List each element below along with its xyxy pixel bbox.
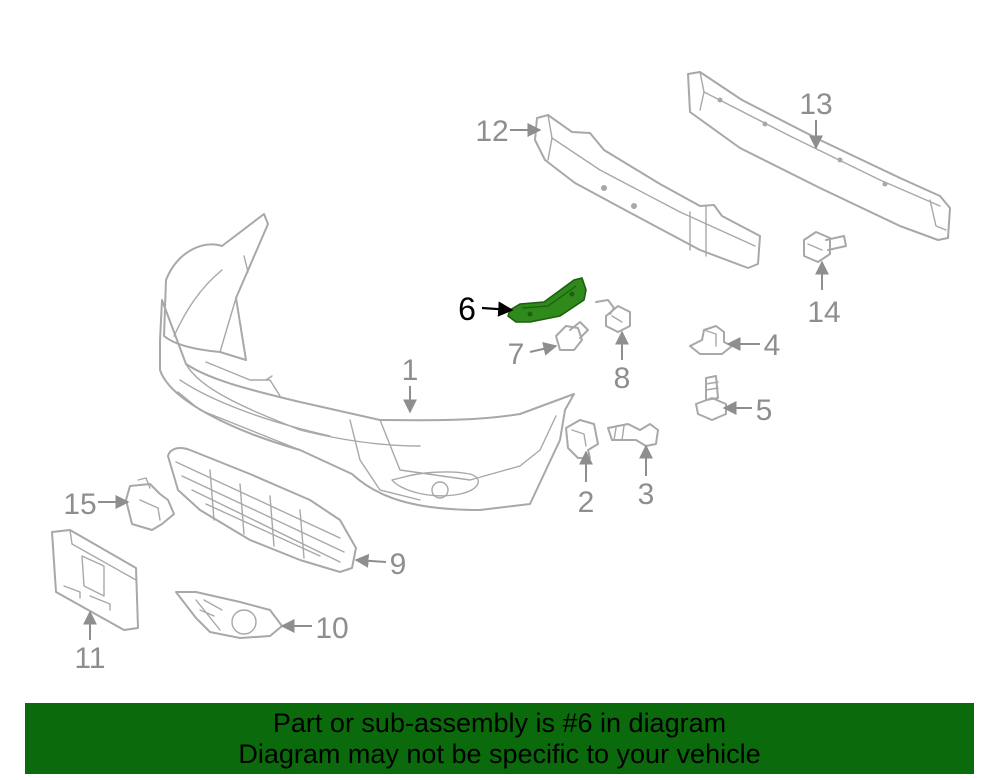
callout-11: 11 bbox=[74, 642, 105, 675]
callout-5: 5 bbox=[756, 394, 773, 427]
part-8-bolt bbox=[595, 299, 631, 333]
part-6-highlighted-bracket bbox=[507, 277, 587, 323]
callout-10: 10 bbox=[315, 612, 348, 645]
callout-14: 14 bbox=[807, 296, 840, 329]
parts-diagram: 1 2 3 4 5 6 7 8 9 10 11 12 13 14 15 bbox=[51, 71, 951, 675]
callout-13: 13 bbox=[799, 88, 832, 121]
callout-9: 9 bbox=[390, 548, 407, 581]
part-13-energy-absorber bbox=[687, 71, 951, 241]
callout-4: 4 bbox=[764, 329, 781, 362]
info-banner: Part or sub-assembly is #6 in diagram Di… bbox=[25, 703, 974, 774]
callout-6: 6 bbox=[458, 291, 476, 327]
part-14-bolt bbox=[803, 231, 847, 263]
callout-7: 7 bbox=[508, 338, 525, 371]
part-7-bolt bbox=[555, 321, 589, 351]
part-4-nut bbox=[689, 325, 733, 355]
callout-12: 12 bbox=[475, 115, 508, 148]
part-9-lower-grille bbox=[167, 447, 357, 573]
part-2-retainer bbox=[565, 419, 599, 459]
callout-leaders bbox=[83, 120, 829, 640]
part-11-license-bracket bbox=[51, 529, 139, 631]
callout-labels: 1 2 3 4 5 6 7 8 9 10 11 12 13 14 15 bbox=[63, 88, 840, 675]
part-1-bumper-cover bbox=[159, 213, 575, 511]
banner-line-1: Part or sub-assembly is #6 in diagram bbox=[272, 707, 727, 738]
banner-line-2: Diagram may not be specific to your vehi… bbox=[238, 738, 761, 769]
callout-15: 15 bbox=[63, 488, 96, 521]
callout-1: 1 bbox=[402, 354, 419, 387]
part-12-reinforcement bbox=[534, 114, 761, 269]
part-5-bolt bbox=[695, 375, 727, 421]
callout-3: 3 bbox=[638, 478, 655, 511]
callout-2: 2 bbox=[578, 486, 595, 519]
part-3-clip bbox=[607, 423, 659, 447]
part-15-bracket bbox=[125, 477, 175, 531]
part-10-fog-bezel bbox=[175, 591, 283, 639]
callout-8: 8 bbox=[614, 362, 631, 395]
